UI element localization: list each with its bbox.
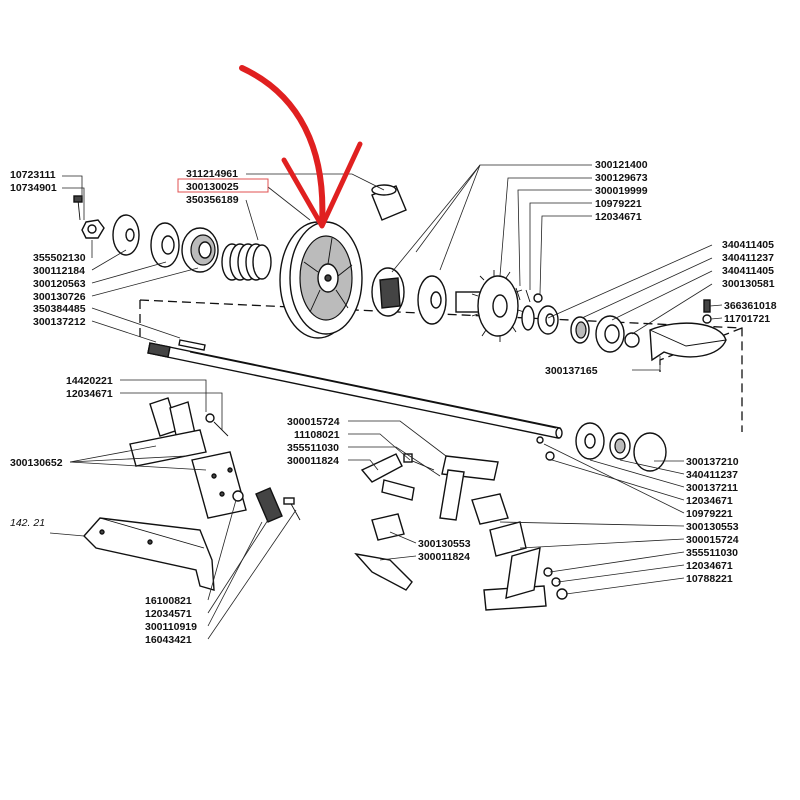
- keyed-washer: [112, 214, 140, 256]
- sprocket-screws: [515, 287, 543, 303]
- lower-bracket-right: [483, 547, 547, 611]
- label-12034671-left: 12034671: [66, 388, 113, 400]
- label-300130553-right: 300130553: [686, 521, 739, 533]
- label-340411237-bottom: 340411237: [686, 469, 738, 481]
- spacer-ring: [521, 305, 535, 331]
- label-12034671-top: 12034671: [595, 211, 642, 223]
- label-16100821: 16100821: [145, 595, 192, 607]
- bearing-right-1: [570, 316, 590, 344]
- sprocket: [471, 270, 525, 342]
- center-bracket: [360, 453, 415, 501]
- bearing-housing-right: [595, 315, 625, 353]
- label-11108021: 11108021: [294, 429, 340, 441]
- main-shaft: [147, 342, 563, 439]
- label-355502130: 355502130: [33, 252, 86, 264]
- label-12034671-bottomright: 12034671: [686, 560, 733, 572]
- label-16043421: 16043421: [145, 634, 192, 646]
- spring: [221, 243, 272, 281]
- bolt-bracket-left: [205, 413, 229, 437]
- bearing-lower-right: [575, 422, 667, 472]
- label-300130025: 300130025: [186, 181, 239, 193]
- bolt-right: [702, 299, 712, 324]
- label-12034671-right: 12034671: [686, 495, 733, 507]
- center-mount-plate: [439, 455, 499, 521]
- label-10734901: 10734901: [10, 182, 57, 194]
- label-300121400: 300121400: [595, 159, 648, 171]
- label-355511030-center: 355511030: [287, 442, 339, 454]
- bushing: [371, 184, 407, 221]
- label-300110919: 300110919: [145, 621, 197, 633]
- label-300130726: 300130726: [33, 291, 86, 303]
- clamp-bar: [354, 552, 413, 591]
- part-labels: 10723111 10734901 311214961 300130025 35…: [10, 159, 777, 646]
- label-350384485: 350384485: [33, 303, 86, 315]
- label-340411405-1: 340411405: [722, 239, 774, 251]
- label-300137211: 300137211: [686, 482, 738, 494]
- flange-hub: [417, 275, 447, 325]
- seal-bearing: [181, 227, 219, 273]
- label-142-21: 142. 21: [10, 517, 45, 529]
- label-10979221-bottom: 10979221: [686, 508, 733, 520]
- label-11701721: 11701721: [724, 313, 770, 325]
- coupling-hub: [371, 267, 405, 317]
- label-300130581: 300130581: [722, 278, 775, 290]
- label-300130553-center: 300130553: [418, 538, 471, 550]
- label-340411405-2: 340411405: [722, 265, 774, 277]
- label-14420221: 14420221: [66, 375, 113, 387]
- label-350356189: 350356189: [186, 194, 239, 206]
- pulley: [279, 221, 363, 339]
- shaft-key: [178, 339, 206, 351]
- auger-blade: [649, 322, 727, 362]
- leader-lines: [49, 164, 723, 640]
- label-12034571: 12034571: [145, 608, 192, 620]
- red-arrow: [239, 65, 363, 229]
- label-300019999: 300019999: [595, 185, 648, 197]
- label-300130652: 300130652: [10, 457, 63, 469]
- bracket-left: [129, 397, 247, 519]
- label-300129673: 300129673: [595, 172, 648, 184]
- label-300120563: 300120563: [33, 278, 86, 290]
- label-355511030-right: 355511030: [686, 547, 738, 559]
- clamp-halves: [371, 493, 527, 557]
- highlight-box: [177, 178, 269, 193]
- guard-plate: [83, 517, 215, 591]
- label-300015724-right: 300015724: [686, 534, 739, 546]
- label-300011824-center: 300011824: [287, 455, 339, 467]
- nut-lower-right: [545, 451, 555, 461]
- label-10788221: 10788221: [686, 573, 733, 585]
- washer-bl: [232, 490, 244, 502]
- label-366361018: 366361018: [724, 300, 777, 312]
- label-300112184: 300112184: [33, 265, 85, 277]
- bolt-bl: [283, 497, 301, 521]
- label-300011824-bottom: 300011824: [418, 551, 470, 563]
- label-300137210: 300137210: [686, 456, 739, 468]
- label-300015724-center: 300015724: [287, 416, 340, 428]
- label-311214961: 311214961: [186, 168, 238, 180]
- label-340411237-top: 340411237: [722, 252, 774, 264]
- label-10979221-top: 10979221: [595, 198, 642, 210]
- label-300137165: 300137165: [545, 365, 598, 377]
- label-10723111: 10723111: [10, 169, 56, 181]
- rubber-block: [255, 487, 283, 523]
- small-ring: [624, 332, 640, 348]
- nut-lr: [556, 588, 568, 600]
- bolt-nut-topleft: [73, 195, 105, 239]
- label-300137212: 300137212: [33, 316, 86, 328]
